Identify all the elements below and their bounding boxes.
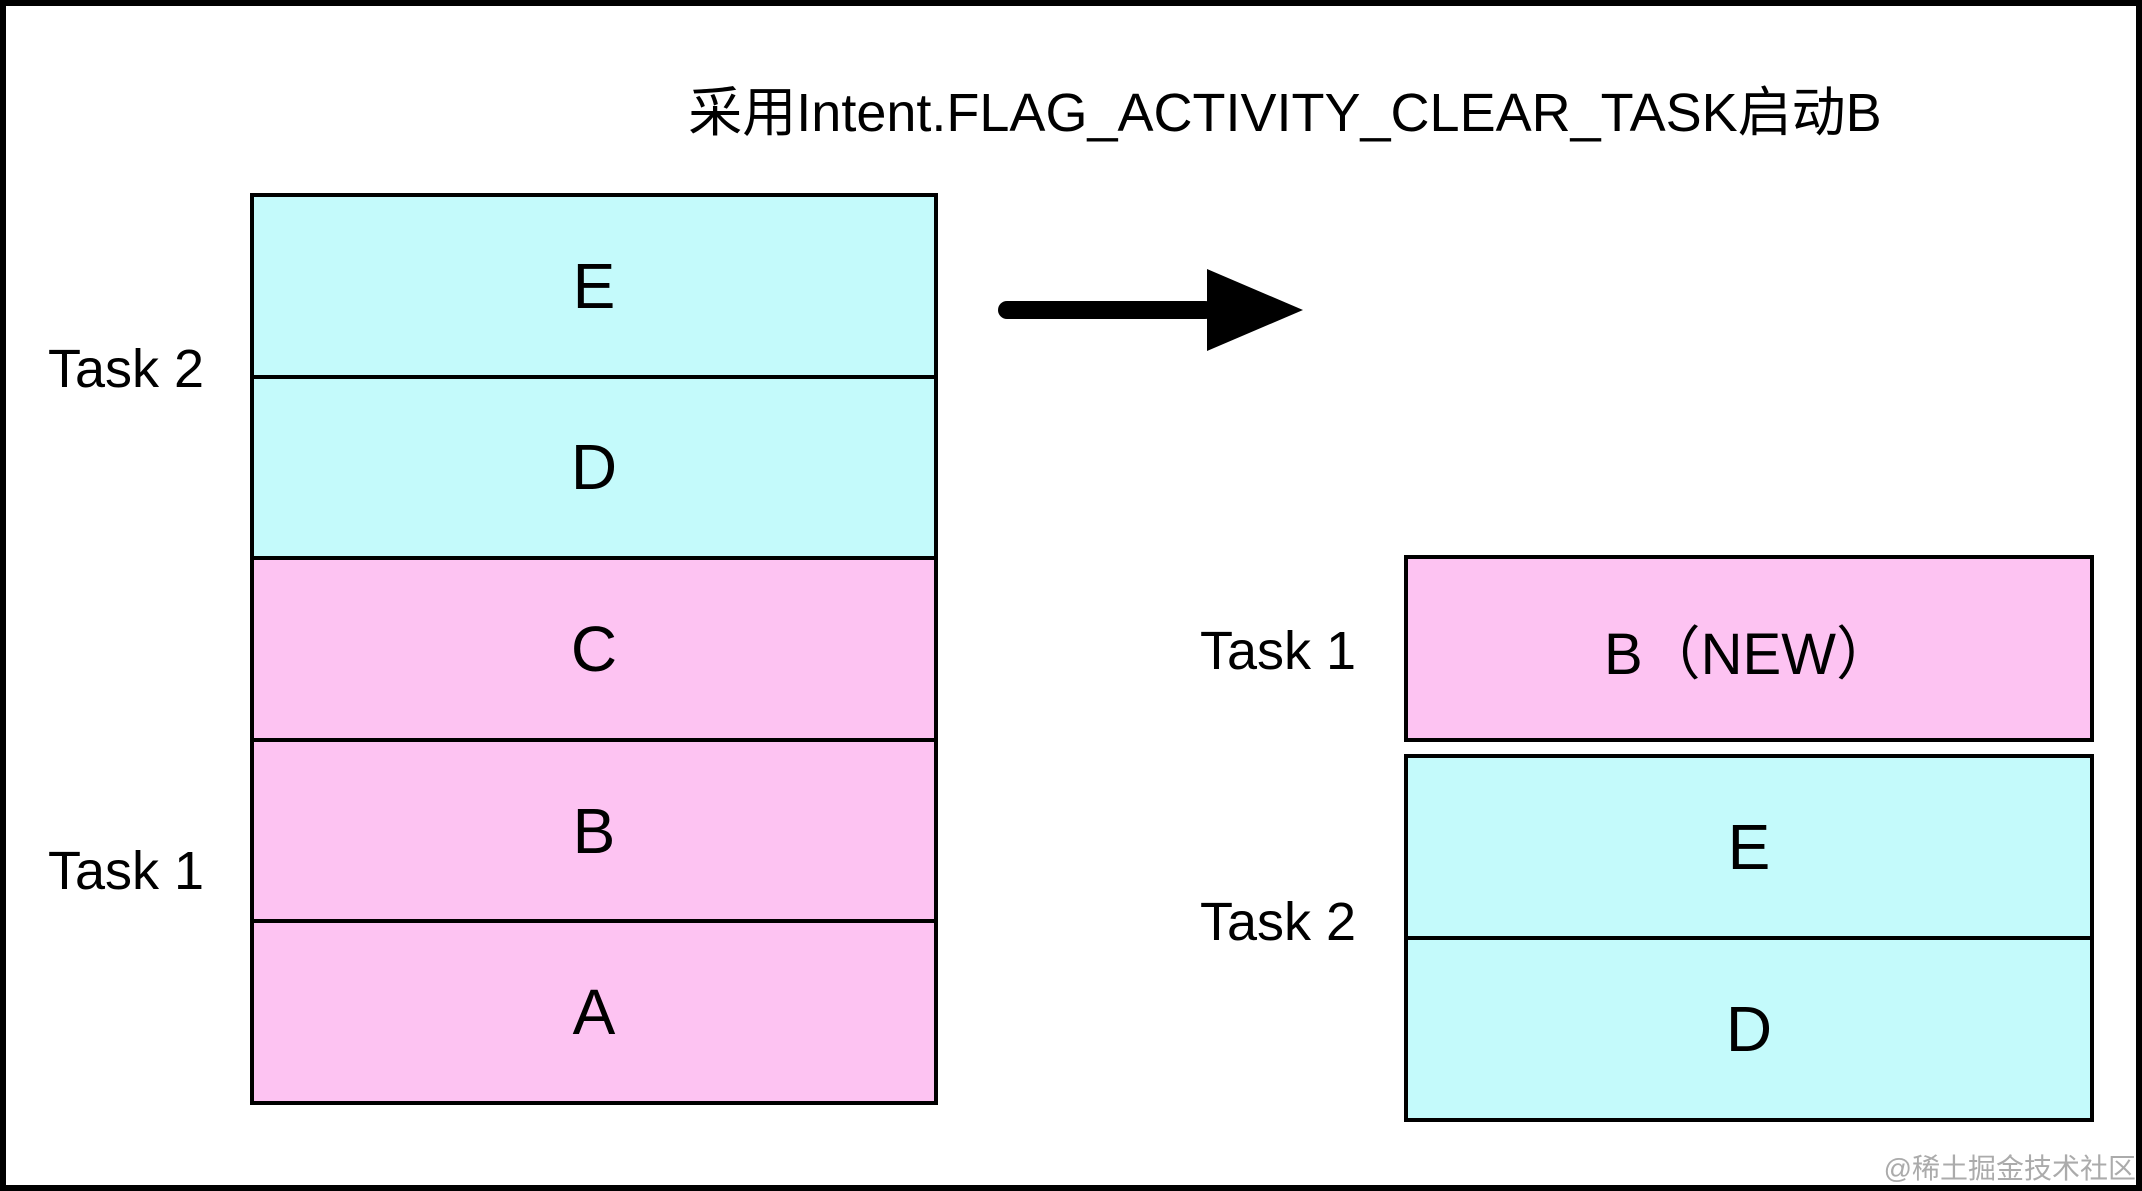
before-task1-label: Task 1 (48, 841, 205, 901)
activity-label: D (1725, 993, 1773, 1065)
activity-label: D (570, 431, 618, 504)
before-task2-label: Task 2 (48, 339, 205, 399)
activity-box-e: E (1408, 758, 2090, 936)
activity-box-a: A (254, 919, 934, 1101)
before-activity-stack: E D C B A (250, 193, 938, 1105)
activity-label: B（NEW） (1603, 621, 1894, 687)
arrow-right-icon (998, 269, 1303, 351)
activity-box-c: C (254, 556, 934, 738)
diagram-title: 采用Intent.FLAG_ACTIVITY_CLEAR_TASK启动B (688, 83, 1882, 143)
activity-label: B (572, 794, 616, 867)
activity-box-b: B (254, 737, 934, 920)
watermark-text: @稀土掘金技术社区 (1883, 1153, 2136, 1184)
activity-label: E (572, 249, 616, 322)
after-task1-label: Task 1 (1200, 621, 1357, 681)
activity-box-e: E (254, 197, 934, 375)
activity-box-d: D (1408, 936, 2090, 1118)
activity-box-d: D (254, 374, 934, 557)
activity-label: C (570, 612, 618, 685)
after-task1-stack: B（NEW） (1404, 555, 2094, 742)
after-task2-label: Task 2 (1200, 892, 1357, 952)
after-task2-stack: E D (1404, 754, 2094, 1122)
activity-box-b-new: B（NEW） (1408, 559, 2090, 738)
activity-label: A (572, 976, 616, 1049)
activity-label: E (1727, 811, 1771, 883)
